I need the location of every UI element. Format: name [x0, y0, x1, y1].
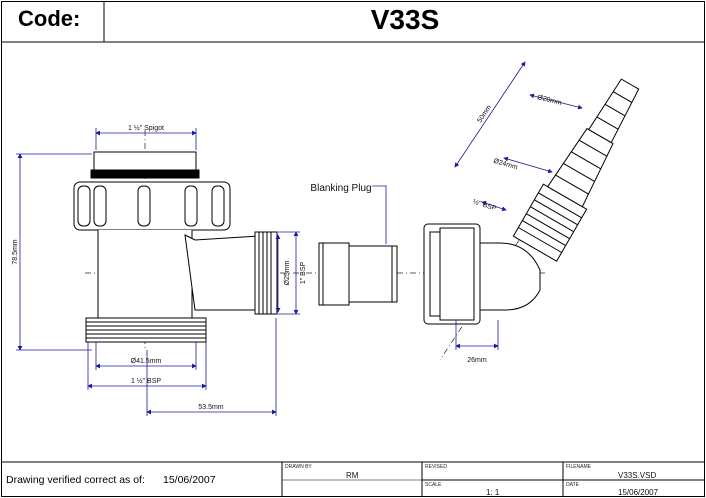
dim-spigot: 1 ½" Spigot [128, 124, 164, 132]
code-label: Code: [18, 6, 81, 31]
drawn-by-value: RM [346, 471, 359, 480]
trap-body [73, 151, 278, 343]
dim-nut-width: 26mm [467, 357, 487, 364]
verified-label: Drawing verified correct as of: [6, 474, 145, 486]
dim-diameter-outlet: Ø25mm [284, 260, 291, 285]
verified-date: 15/06/2007 [163, 474, 216, 486]
dim-height: 78.5mm [12, 239, 19, 264]
filename-label: FILENAME [566, 464, 592, 470]
filename-value: V33S.VSD [618, 471, 657, 480]
date-value: 15/06/2007 [618, 488, 659, 497]
code-value: V33S [370, 4, 440, 35]
scale-value: 1: 1 [486, 488, 500, 497]
blanking-plug [318, 242, 398, 306]
callout-blanking-plug: Blanking Plug [310, 183, 371, 194]
dim-length: 53.5mm [198, 404, 223, 411]
revised-label: REVISED [425, 464, 447, 470]
dim-elbow-bsp: ½" BSP [472, 198, 498, 213]
scale-label: SCALE [425, 482, 442, 488]
elbow-assembly [423, 78, 640, 325]
dim-diameter-base: Ø41.5mm [131, 358, 162, 365]
dim-tail-diam-1: Ø20mm [536, 94, 562, 107]
drawn-by-label: DRAWN BY [285, 464, 312, 470]
dimension-lines [16, 61, 583, 416]
dim-tail-diam-2: Ø24mm [492, 158, 518, 172]
date-label: DATE [566, 482, 579, 488]
dim-bsp-outlet: 1" BSP [300, 262, 307, 285]
dim-bsp-base: 1 ½" BSP [131, 377, 161, 385]
